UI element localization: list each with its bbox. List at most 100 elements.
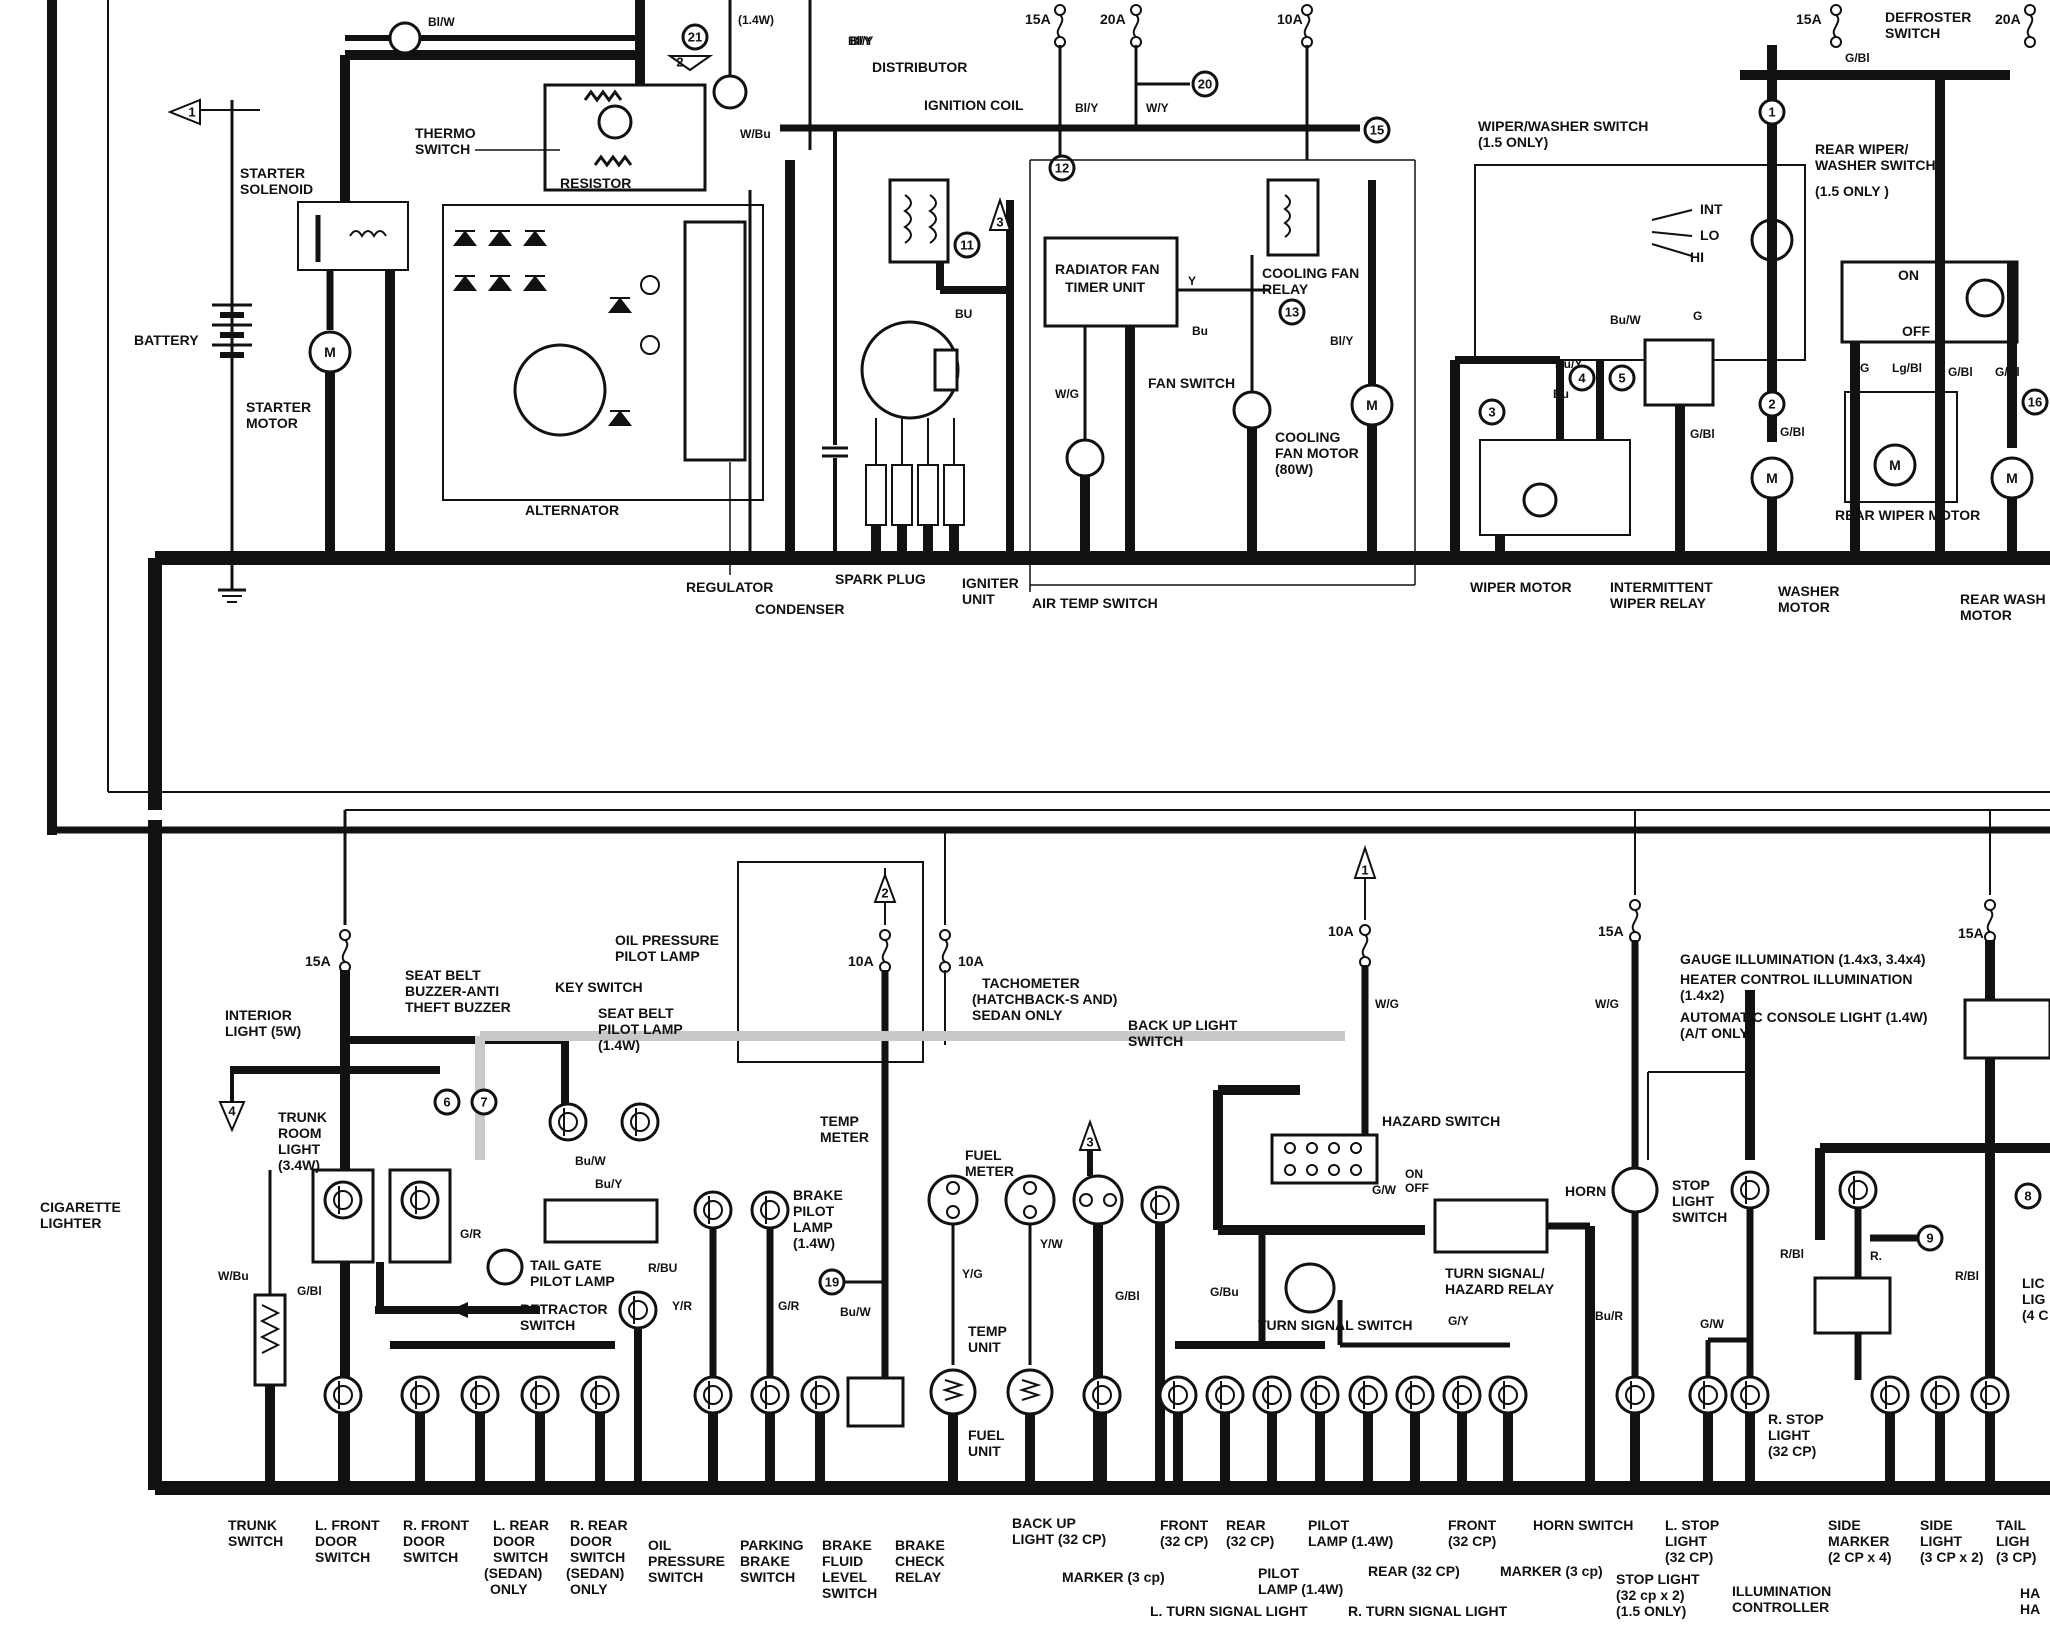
connector-number: 13	[1285, 305, 1299, 320]
ground-bulb-symbol	[800, 1375, 840, 1415]
connector-number: 7	[480, 1095, 487, 1110]
svg-text:OIL: OIL	[648, 1537, 672, 1553]
wire-code: Y/W	[1040, 1237, 1063, 1251]
stop-light-label: STOP LIGHT	[1616, 1571, 1700, 1587]
wire-code: G/Y	[1448, 1314, 1469, 1328]
svg-text:R. FRONT: R. FRONT	[403, 1517, 470, 1533]
rear-wiper-group: REAR WIPER/ WASHER SWITCH (1.5 ONLY ) ON…	[1815, 9, 2049, 623]
frame-wires	[47, 0, 2050, 1495]
rear-wiper-position-off: OFF	[1902, 323, 1930, 339]
defroster-switch-label: SWITCH	[1885, 25, 1940, 41]
svg-text:R. REAR: R. REAR	[570, 1517, 628, 1533]
license-light-label: LIC	[2022, 1275, 2045, 1291]
connector-number: 15	[1370, 123, 1384, 138]
battery-label: BATTERY	[134, 332, 199, 348]
svg-text:TAIL: TAIL	[1996, 1517, 2027, 1533]
wiper-position-hi: HI	[1690, 249, 1704, 265]
gauge-illum-label: HEATER CONTROL ILLUMINATION	[1680, 971, 1913, 987]
wiper-motor-box	[1479, 439, 1631, 536]
r-stop-label: LIGHT	[1768, 1427, 1810, 1443]
gauge-illum-label: GAUGE ILLUMINATION (1.4x3, 3.4x4)	[1680, 951, 1926, 967]
svg-text:ONLY: ONLY	[570, 1581, 608, 1597]
fuse-label: 15A	[1598, 923, 1624, 939]
starter-solenoid	[297, 201, 409, 271]
label-rear-l: REAR(32 CP)	[1226, 1517, 1274, 1549]
svg-text:SWITCH: SWITCH	[403, 1549, 458, 1565]
stop-light-label: (32 cp x 2)	[1616, 1587, 1684, 1603]
igniter-unit-label: UNIT	[962, 591, 995, 607]
connector-number: 20	[1198, 77, 1212, 92]
connector-number: 4	[1578, 371, 1586, 386]
temp-unit-label: UNIT	[968, 1339, 1001, 1355]
connector-3	[1478, 398, 1506, 426]
connector-number: 8	[2024, 1189, 2031, 1204]
connector-number: 21	[688, 30, 702, 45]
svg-text:DOOR: DOOR	[493, 1533, 535, 1549]
connector-11	[953, 231, 981, 259]
wire-code: Bu/Y	[595, 1177, 622, 1191]
retractor-switch-label: SWITCH	[520, 1317, 575, 1333]
upper-fuses: 15A 20A 10A 15A 20A Bl/Y W/Y 20	[1025, 4, 2036, 160]
ground-bulb-symbol	[1488, 1375, 1528, 1415]
ground-bulb-symbol	[1395, 1375, 1435, 1415]
tail-gate-pilot-label: TAIL GATE	[530, 1257, 602, 1273]
washer-motor-label: WASHER	[1778, 583, 1839, 599]
fan-switch-label: FAN SWITCH	[1148, 375, 1235, 391]
wire-code: W/G	[1055, 387, 1079, 401]
defroster-switch-label: DEFROSTER	[1885, 9, 1971, 25]
wire-code: W/Bu	[218, 1269, 249, 1283]
ground-bulb-symbol	[1615, 1375, 1655, 1415]
label-front-r: FRONT(32 CP)	[1448, 1517, 1497, 1549]
svg-text:SWITCH: SWITCH	[228, 1533, 283, 1549]
connector-number: 1	[188, 105, 195, 120]
fuel-meter-symbol	[1004, 1174, 1056, 1226]
seat-belt-buzzer-label: THEFT BUZZER	[405, 999, 511, 1015]
svg-text:FRONT: FRONT	[1448, 1517, 1497, 1533]
rear-wiper-position-on: ON	[1898, 267, 1919, 283]
connector-number: 4	[228, 1104, 236, 1119]
backup-switch-label: SWITCH	[1128, 1033, 1183, 1049]
svg-text:(2 CP x 4): (2 CP x 4)	[1828, 1549, 1892, 1565]
ground-bulb-symbol	[1348, 1375, 1388, 1415]
ground-bulb-symbol	[460, 1375, 500, 1415]
connector-number: 2	[676, 55, 683, 70]
pilot-lamp-symbol	[388, 21, 422, 55]
rear-wiper-switch-label: WASHER SWITCH	[1815, 157, 1936, 173]
wire-code: G/Bl	[1780, 425, 1805, 439]
fuel-meter-label: FUEL	[965, 1147, 1002, 1163]
wire-code: Y/R	[672, 1299, 692, 1313]
svg-text:SWITCH: SWITCH	[648, 1569, 703, 1585]
regulator-label: REGULATOR	[686, 579, 773, 595]
wire-code: Bu	[1553, 387, 1569, 401]
air-temp-switch-label: AIR TEMP SWITCH	[1032, 595, 1158, 611]
svg-text:FRONT: FRONT	[1160, 1517, 1209, 1533]
battery-symbol	[212, 303, 252, 603]
temp-meter-label: METER	[820, 1129, 869, 1145]
seat-belt-buzzer-label: SEAT BELT	[405, 967, 481, 983]
ground-bulb-symbol	[1082, 1375, 1122, 1415]
ignition-coil-box	[888, 178, 950, 264]
wire-code: W/Y	[1146, 101, 1169, 115]
cooling-fan-motor-label: COOLING	[1275, 429, 1340, 445]
ground-bulb-symbol	[1158, 1375, 1198, 1415]
ground-bulb-symbol	[1442, 1375, 1482, 1415]
headlight-fragment-label: HA	[2020, 1601, 2040, 1617]
cooling-fan-motor-label: (80W)	[1275, 461, 1313, 477]
wire-code: R/Bl	[1955, 1269, 1979, 1283]
connector-number: 2	[1768, 397, 1775, 412]
wire-code: G/Bl	[297, 1284, 322, 1298]
horn-label: HORN	[1565, 1183, 1606, 1199]
interior-light-label: INTERIOR	[225, 1007, 292, 1023]
pilot-lamp-14w-label: LAMP (1.4W)	[1258, 1581, 1343, 1597]
alternator-group: THERMO SWITCH RESISTOR ALTERNATOR REGULA…	[415, 83, 848, 617]
ground-bulb-symbol	[1300, 1375, 1340, 1415]
pilot-lamp-symbol	[712, 74, 748, 110]
gauge-illum-label: (A/T ONLY)	[1680, 1025, 1753, 1041]
connector-arrow-1	[167, 98, 201, 126]
connector-19	[818, 1268, 846, 1296]
turn-signal-switch-symbol	[1284, 1262, 1336, 1314]
